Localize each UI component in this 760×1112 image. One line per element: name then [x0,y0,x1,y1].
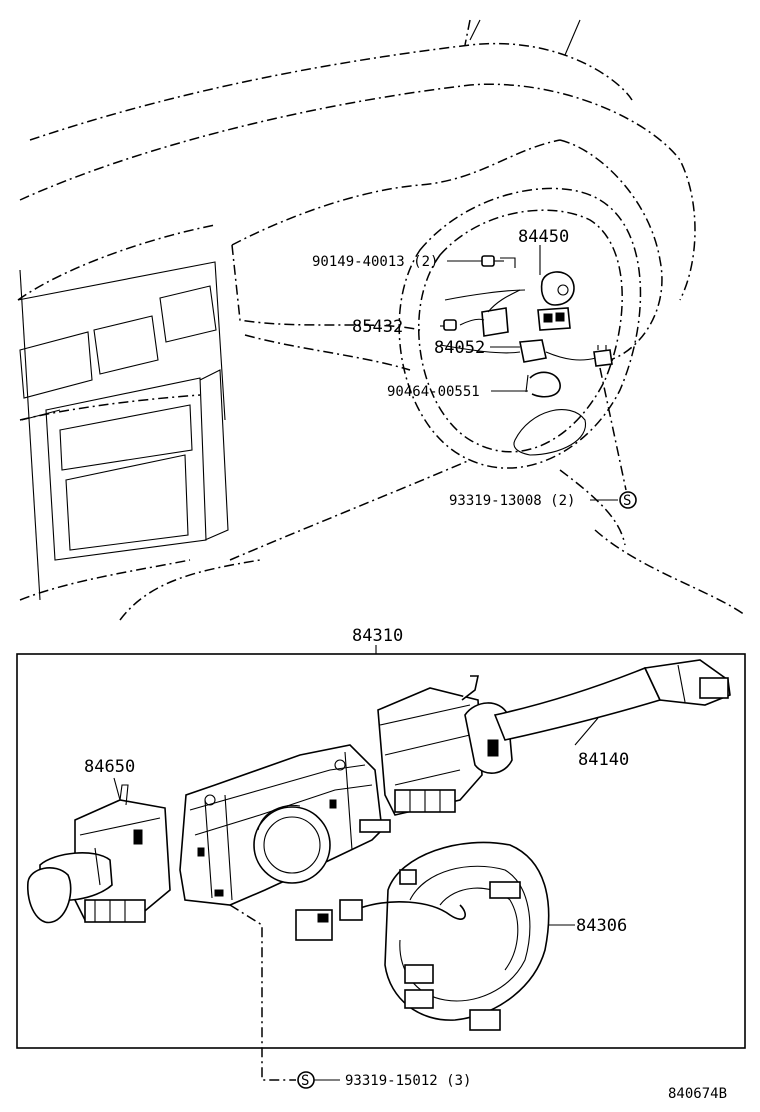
figure-id: 840674B [668,1086,727,1102]
part-84306-spiral-cable [295,841,575,1031]
s-mark-icon: S [619,491,637,509]
label-84650: 84650 [84,757,135,777]
label-84450: 84450 [518,227,569,247]
s-mark-label: S [623,493,631,509]
s-mark-lower-icon: S [297,1071,315,1089]
leader-lines-upper [440,245,627,501]
label-93319-15012: 93319-15012 (3) [345,1073,471,1089]
label-84310: 84310 [352,626,403,646]
label-90464-00551: 90464-00551 [387,384,480,400]
s-mark-lower-label: S [301,1073,309,1089]
dashboard-outline [17,19,746,621]
part-84052-harness [519,339,613,367]
label-90149-40013: 90149-40013 (2) [312,254,438,270]
part-switch-bracket [179,744,391,906]
label-84140: 84140 [578,750,629,770]
part-90464-clamp [525,371,561,398]
part-84140-light-switch [377,659,731,816]
part-85432-connector [443,289,521,337]
part-84650-wiper-switch [27,777,171,924]
part-90149-screw [481,255,516,268]
label-84306: 84306 [576,916,627,936]
label-85432: 85432 [352,317,403,337]
part-84450-switch [537,271,575,331]
assembly-frame-84310 [16,653,746,1049]
dashboard-vents [17,261,229,601]
leader-93319-15012 [229,904,296,1081]
label-93319-13008: 93319-13008 (2) [449,493,575,509]
label-84052: 84052 [434,338,485,358]
